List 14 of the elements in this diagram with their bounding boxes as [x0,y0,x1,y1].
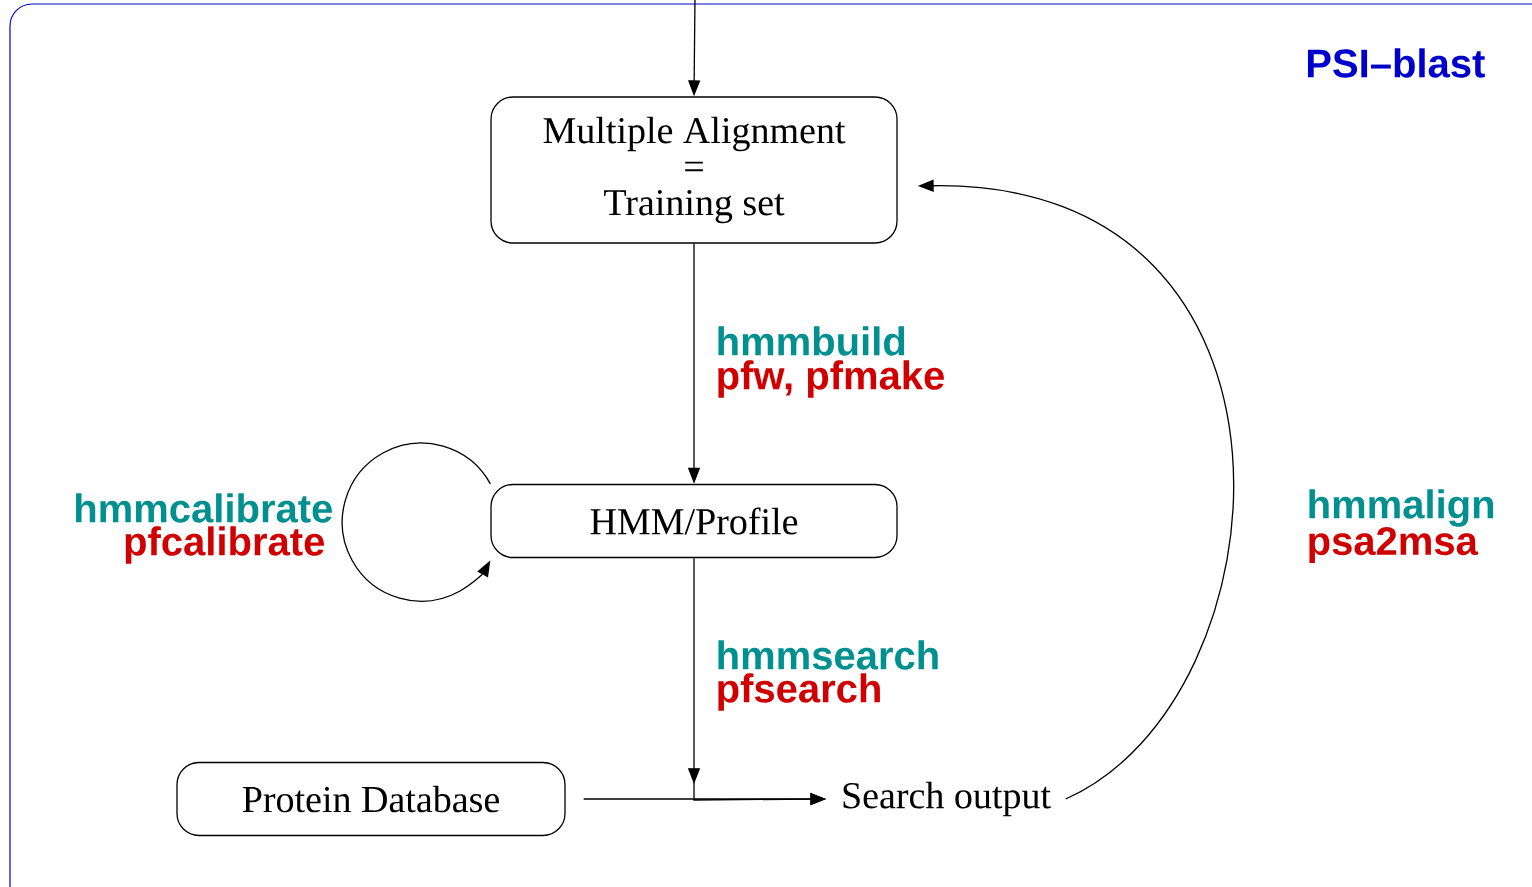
command-label: hmmalign [1309,489,1494,527]
output-text: Search output [843,781,1051,817]
arrow [341,442,491,602]
command-label: pfsearch [718,673,880,711]
command-label: hmmbuild [718,326,905,356]
command-label: psa2msa [1309,526,1479,564]
process-box: Multiple Alignment = Training set [490,96,898,244]
command-label: pfw, pfmake [718,360,944,398]
command-label: pfcalibrate [125,526,324,564]
command-label: hmmcalibrate [76,493,332,523]
method-title: PSI–blast [1307,48,1485,78]
command-label: hmmsearch [718,640,938,670]
process-box: Protein Database [176,761,566,837]
process-box: HMM/Profile [490,483,898,559]
